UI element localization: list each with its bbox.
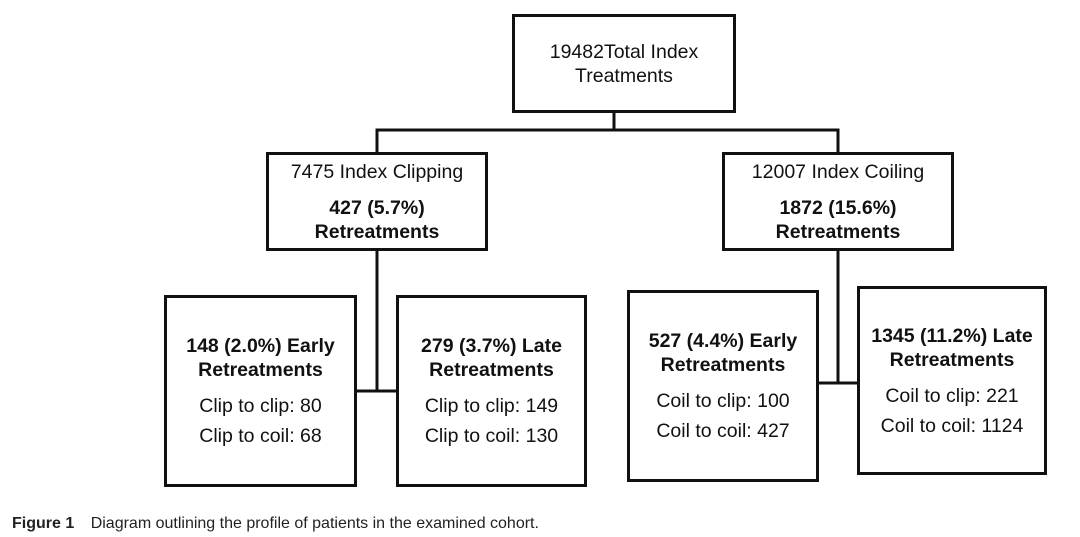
index-clipping-title: 7475 Index Clipping — [290, 160, 464, 183]
coil-early-heading-label: Retreatments — [660, 354, 786, 376]
coil-early-coil-to-clip: Coil to clip: 100 — [656, 390, 790, 412]
clip-early-clip-to-clip: Clip to clip: 80 — [199, 395, 322, 417]
index-clipping-box: 7475 Index Clipping 427 (5.7%) Retreatme… — [266, 152, 488, 251]
figure-caption: Figure 1 Diagram outlining the profile o… — [12, 514, 539, 534]
coil-late-heading: 1345 (11.2%) Late — [871, 324, 1033, 347]
index-coiling-box: 12007 Index Coiling 1872 (15.6%) Retreat… — [722, 152, 954, 251]
clipping-retreatment-label: Retreatments — [314, 220, 440, 243]
coil-late-heading-label: Retreatments — [889, 348, 1015, 371]
clip-early-retreatments-box: 148 (2.0%) Early Retreatments Clip to cl… — [164, 295, 357, 487]
figure-caption-label: Figure 1 — [12, 515, 75, 532]
coil-late-coil-to-coil: Coil to coil: 1124 — [880, 414, 1024, 437]
total-treatments-line2: Treatments — [575, 64, 673, 87]
clip-late-clip-to-clip: Clip to clip: 149 — [424, 395, 559, 417]
clip-late-retreatments-box: 279 (3.7%) Late Retreatments Clip to cli… — [396, 295, 587, 487]
clip-early-heading: 148 (2.0%) Early — [186, 335, 335, 357]
coil-early-coil-to-coil: Coil to coil: 427 — [656, 420, 790, 442]
clip-early-heading-label: Retreatments — [198, 359, 323, 381]
coil-late-coil-to-clip: Coil to clip: 221 — [885, 384, 1019, 407]
clip-late-heading: 279 (3.7%) Late — [421, 335, 562, 357]
coil-late-retreatments-box: 1345 (11.2%) Late Retreatments Coil to c… — [857, 286, 1047, 475]
coiling-retreatment-count: 1872 (15.6%) — [779, 196, 897, 219]
index-coiling-title: 12007 Index Coiling — [751, 160, 925, 183]
total-treatments-box: 19482Total Index Treatments — [512, 14, 736, 113]
clip-late-clip-to-coil: Clip to coil: 130 — [424, 425, 559, 447]
clip-early-clip-to-coil: Clip to coil: 68 — [199, 425, 322, 447]
coil-early-retreatments-box: 527 (4.4%) Early Retreatments Coil to cl… — [627, 290, 819, 482]
coil-early-heading: 527 (4.4%) Early — [648, 330, 798, 352]
clip-late-heading-label: Retreatments — [429, 359, 554, 381]
coiling-retreatment-label: Retreatments — [775, 220, 901, 243]
figure-caption-text: Diagram outlining the profile of patient… — [90, 515, 539, 532]
total-treatments-line1: 19482Total Index — [549, 40, 699, 63]
clipping-retreatment-count: 427 (5.7%) — [329, 196, 425, 219]
